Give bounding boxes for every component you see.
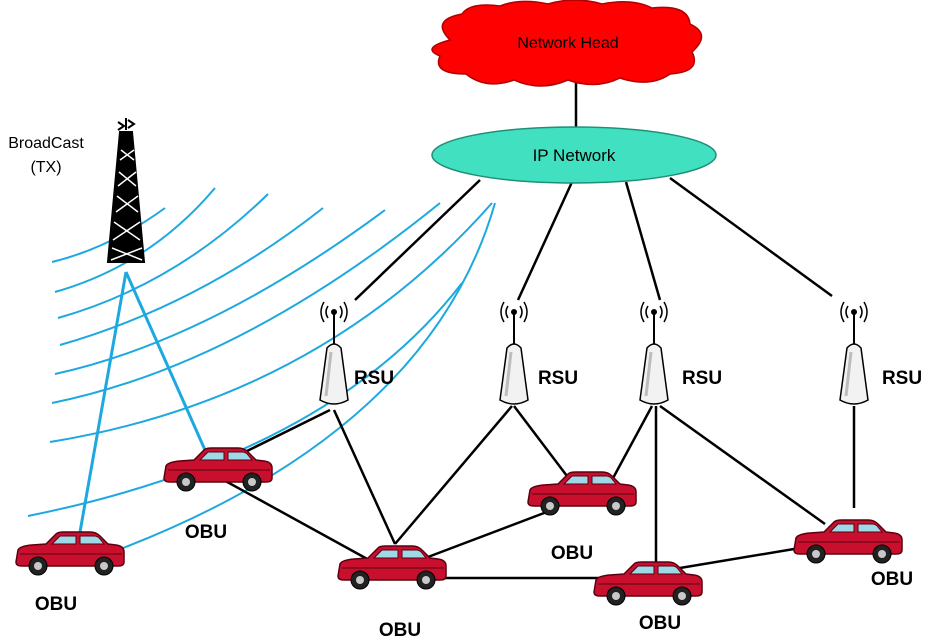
link-rsu-obu (513, 405, 571, 481)
broadcast-wave (54, 209, 386, 375)
rsu-node: RSU (498, 300, 578, 406)
link-rsu-obu (659, 404, 826, 526)
car-icon (793, 519, 903, 564)
obu-label: OBU (35, 594, 77, 615)
ip-network-label: IP Network (533, 146, 616, 165)
obu-node: OBU (527, 471, 637, 564)
link-ip-rsu (354, 179, 481, 301)
rsu-label: RSU (882, 368, 922, 389)
network-head-label: Network Head (517, 35, 618, 52)
link-obu-obu (219, 476, 381, 568)
ip-network: IP Network (431, 126, 717, 184)
rsu-label: RSU (682, 368, 722, 389)
link-rsu-obu (610, 405, 654, 481)
network-head-cloud: Network Head (431, 0, 703, 87)
broadcast-label-line2: (TX) (30, 159, 61, 176)
broadcast-wave (57, 193, 269, 319)
link-rsu-obu (332, 409, 397, 545)
broadcast-link (78, 271, 128, 533)
rsu-node: RSU (838, 300, 922, 406)
broadcast-link (124, 271, 207, 451)
wired-links (219, 66, 856, 580)
link-obu-obu (419, 508, 553, 562)
obu-node: OBU (15, 531, 125, 615)
link-rsu-obu (394, 405, 513, 545)
obu-label: OBU (185, 522, 227, 543)
broadcast-tower-icon (106, 118, 146, 263)
car-icon (163, 447, 273, 492)
link-obu-obu (667, 546, 801, 572)
broadcast-waves (27, 187, 496, 551)
rsu-label: RSU (354, 368, 394, 389)
broadcast-label-line1: BroadCast (8, 135, 84, 152)
obu-label: OBU (551, 543, 593, 564)
obu-node: OBU (593, 561, 703, 634)
broadcast-wave (117, 202, 496, 551)
link-ip-rsu (516, 181, 574, 301)
rsu-node: RSU (638, 300, 722, 406)
link-ip-rsu (669, 176, 833, 298)
broadcast-links (78, 271, 207, 533)
broadcast-wave (51, 202, 441, 404)
obu-node: OBU (793, 519, 913, 590)
broadcast-wave (59, 207, 324, 346)
rsu-label: RSU (538, 368, 578, 389)
obu-label: OBU (871, 569, 913, 590)
obu-node: OBU (337, 545, 447, 641)
car-icon (15, 531, 125, 576)
broadcast-wave (27, 282, 463, 517)
link-ip-rsu (624, 181, 662, 301)
car-icon (527, 471, 637, 516)
rsu-node: RSU (318, 300, 394, 406)
obu-label: OBU (379, 620, 421, 641)
obu-node: OBU (163, 447, 273, 543)
broadcast-wave (49, 202, 493, 443)
link-rsu-obu (244, 408, 331, 454)
obu-label: OBU (639, 613, 681, 634)
car-icon (593, 561, 703, 606)
